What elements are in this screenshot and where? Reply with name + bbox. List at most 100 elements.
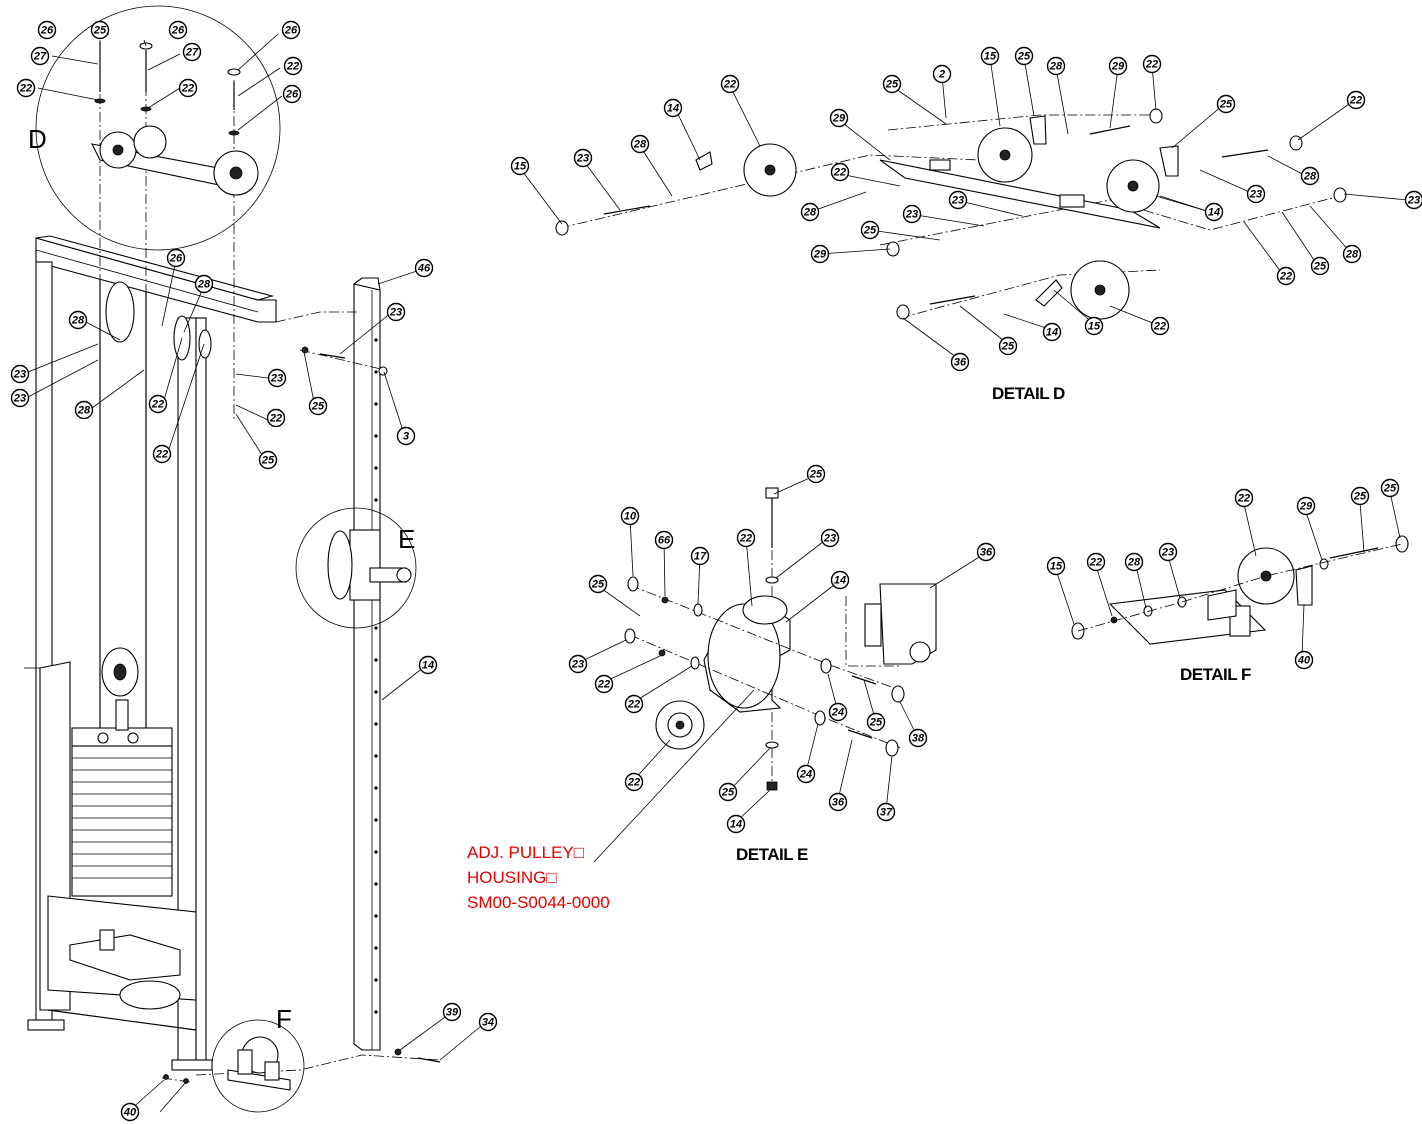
- part-number-label: 34: [482, 1017, 494, 1029]
- part-number-label: 24: [799, 769, 812, 781]
- part-number-balloon: 24: [796, 764, 816, 784]
- part-number-balloon: 23: [948, 190, 968, 210]
- part-number-balloon: 22: [1150, 316, 1170, 336]
- part-number-label: 14: [1208, 207, 1220, 219]
- part-number-label: 26: [40, 25, 54, 37]
- part-number-label: 25: [809, 469, 823, 481]
- part-number-label: 28: [803, 207, 817, 219]
- part-number-balloon: 66: [654, 530, 674, 550]
- part-number-label: 29: [1299, 501, 1313, 513]
- part-number-balloon: 25: [998, 336, 1018, 356]
- pulley-housing-callout: ADJ. PULLEY□ HOUSING□ SM00-S0044-0000: [467, 840, 610, 915]
- part-number-label: 23: [1161, 547, 1174, 559]
- part-number-balloon: 22: [624, 772, 644, 792]
- callout-line-1: ADJ. PULLEY□: [467, 843, 585, 862]
- part-number-balloon: 22: [148, 394, 168, 414]
- part-number-label: 23: [270, 373, 283, 385]
- part-number-balloon: 25: [90, 20, 110, 40]
- part-number-label: 23: [389, 307, 402, 319]
- part-number-label: 23: [576, 153, 589, 165]
- part-number-label: 22: [181, 83, 194, 95]
- part-number-label: 23: [1407, 195, 1420, 207]
- part-number-balloon: 3: [396, 426, 416, 446]
- part-number-label: 15: [514, 161, 527, 173]
- part-number-label: 25: [863, 225, 877, 237]
- part-number-balloon: 22: [594, 674, 614, 694]
- part-number-balloon: 17: [690, 546, 710, 566]
- part-number-balloon: 2: [932, 64, 952, 84]
- part-number-label: 2: [938, 69, 945, 81]
- part-number-balloon: 22: [624, 694, 644, 714]
- part-number-balloon: 28: [630, 134, 650, 154]
- part-number-label: 23: [951, 195, 964, 207]
- part-number-balloon: 23: [568, 654, 588, 674]
- part-number-balloon: 28: [1124, 552, 1144, 572]
- part-number-label: 22: [1237, 493, 1250, 505]
- part-number-label: 36: [980, 547, 993, 559]
- part-number-label: 27: [33, 51, 47, 63]
- part-number-balloon: 46: [414, 258, 434, 278]
- part-number-label: 28: [77, 405, 91, 417]
- callout-line-2: HOUSING□: [467, 868, 557, 887]
- weight-stack: [71, 699, 173, 897]
- part-number-label: 28: [1049, 61, 1063, 73]
- part-number-balloon: 23: [573, 148, 593, 168]
- part-number-label: 22: [597, 679, 610, 691]
- part-number-label: 22: [723, 79, 736, 91]
- part-number-balloon: 25: [718, 782, 738, 802]
- part-number-label: 29: [832, 113, 846, 125]
- part-number-label: 15: [984, 51, 997, 63]
- part-number-balloon: 37: [876, 802, 896, 822]
- part-number-balloon: 15: [980, 46, 1000, 66]
- part-number-balloon: 25: [308, 396, 328, 416]
- detail-circle-d: [35, 5, 281, 251]
- part-number-label: 14: [834, 575, 846, 587]
- part-number-balloon: 25: [1310, 256, 1330, 276]
- detail-circle-f: [211, 1019, 305, 1113]
- part-number-balloon: 22: [1142, 54, 1162, 74]
- part-number-label: 22: [1089, 557, 1102, 569]
- part-number-balloon: 25: [1380, 478, 1400, 498]
- part-number-label: 38: [912, 733, 925, 745]
- part-number-balloon: 26: [281, 20, 301, 40]
- part-number-balloon: 22: [16, 78, 36, 98]
- part-number-label: 29: [1111, 61, 1125, 73]
- part-number-balloon: 25: [882, 74, 902, 94]
- adjustable-post: [352, 277, 381, 1051]
- part-number-label: 39: [446, 1007, 459, 1019]
- part-number-label: 37: [880, 807, 893, 819]
- part-number-balloon: 40: [120, 1102, 140, 1122]
- part-number-label: 26: [169, 253, 183, 265]
- detail-marker-d: D: [28, 124, 47, 154]
- part-number-label: 22: [1153, 321, 1166, 333]
- detail-e-title: DETAIL E: [736, 845, 808, 864]
- part-number-balloon: 22: [178, 78, 198, 98]
- part-number-balloon: 14: [418, 655, 438, 675]
- part-number-balloon: 39: [442, 1002, 462, 1022]
- part-number-label: 15: [1088, 321, 1101, 333]
- part-number-balloon: 26: [37, 20, 57, 40]
- detail-d-title: DETAIL D: [992, 384, 1065, 403]
- part-number-label: 22: [151, 399, 164, 411]
- machine-frame: [24, 235, 277, 1071]
- part-number-label: 22: [269, 413, 282, 425]
- part-number-balloon: 22: [1276, 266, 1296, 286]
- part-number-balloon: 26: [166, 248, 186, 268]
- part-number-balloon: 36: [828, 792, 848, 812]
- part-number-label: 22: [1349, 95, 1362, 107]
- part-number-balloon: 22: [720, 74, 740, 94]
- part-number-balloon: 10: [620, 506, 640, 526]
- part-number-label: 25: [1001, 341, 1015, 353]
- part-number-label: 10: [624, 511, 637, 523]
- part-number-balloon: 25: [860, 220, 880, 240]
- part-number-label: 14: [1046, 327, 1058, 339]
- part-number-label: 24: [831, 707, 844, 719]
- part-number-label: 23: [571, 659, 584, 671]
- detail-d-drawing: [555, 108, 1347, 320]
- part-number-balloon: 40: [1294, 650, 1314, 670]
- part-number-balloon: 29: [1296, 496, 1316, 516]
- part-number-balloon: 29: [829, 108, 849, 128]
- part-number-balloon: 26: [168, 20, 188, 40]
